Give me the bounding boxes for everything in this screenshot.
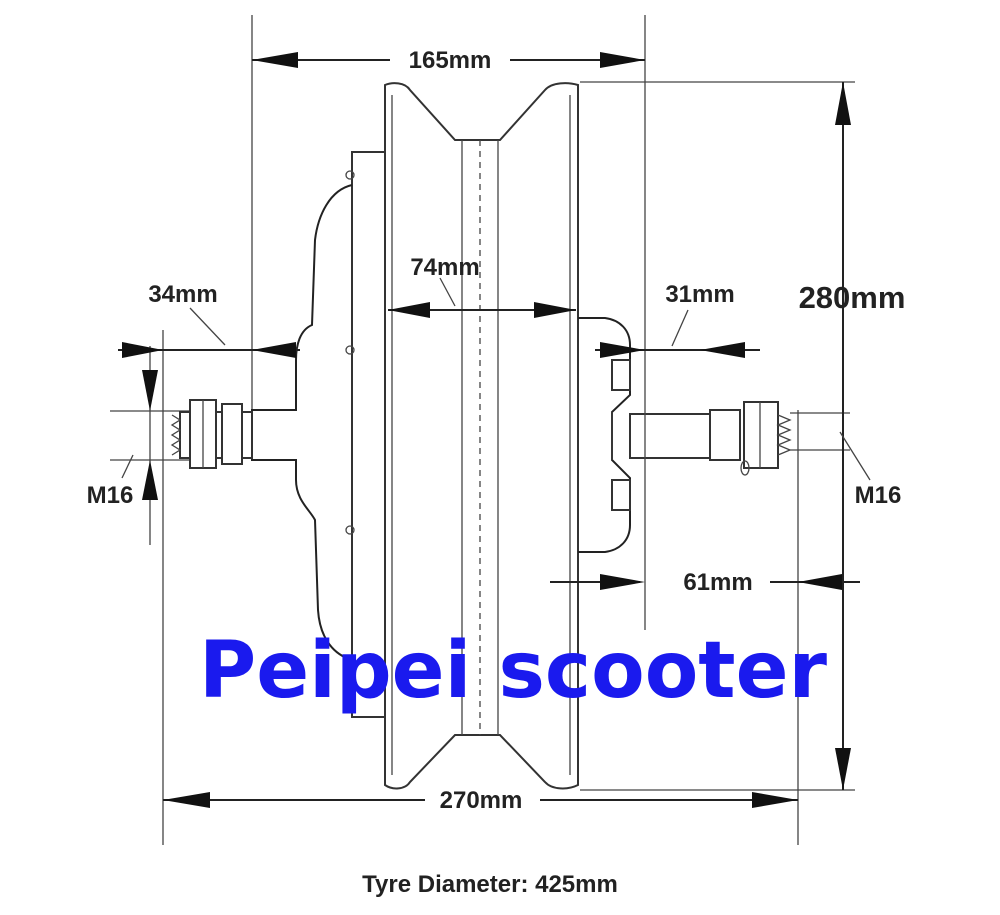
dim-right-axle: 31mm xyxy=(665,281,734,308)
dim-left-axle: 34mm xyxy=(148,281,217,308)
right-axle xyxy=(629,401,792,476)
tyre-diameter-caption: Tyre Diameter: 425mm xyxy=(362,871,618,898)
dim-right-span: 61mm xyxy=(683,569,752,596)
left-axle xyxy=(170,399,253,469)
left-motor-housing xyxy=(251,151,386,718)
right-motor-housing xyxy=(578,317,631,553)
dim-left-thread: M16 xyxy=(87,482,134,509)
dimension-lines xyxy=(118,52,871,808)
dim-rim-width: 74mm xyxy=(410,254,479,281)
wheel-rim xyxy=(384,82,579,790)
dim-top-width: 165mm xyxy=(409,47,492,74)
dim-height: 280mm xyxy=(799,280,906,315)
watermark-text: Peipei scooter xyxy=(199,626,827,716)
dim-bottom-width: 270mm xyxy=(440,787,523,814)
dim-right-thread: M16 xyxy=(855,482,902,509)
